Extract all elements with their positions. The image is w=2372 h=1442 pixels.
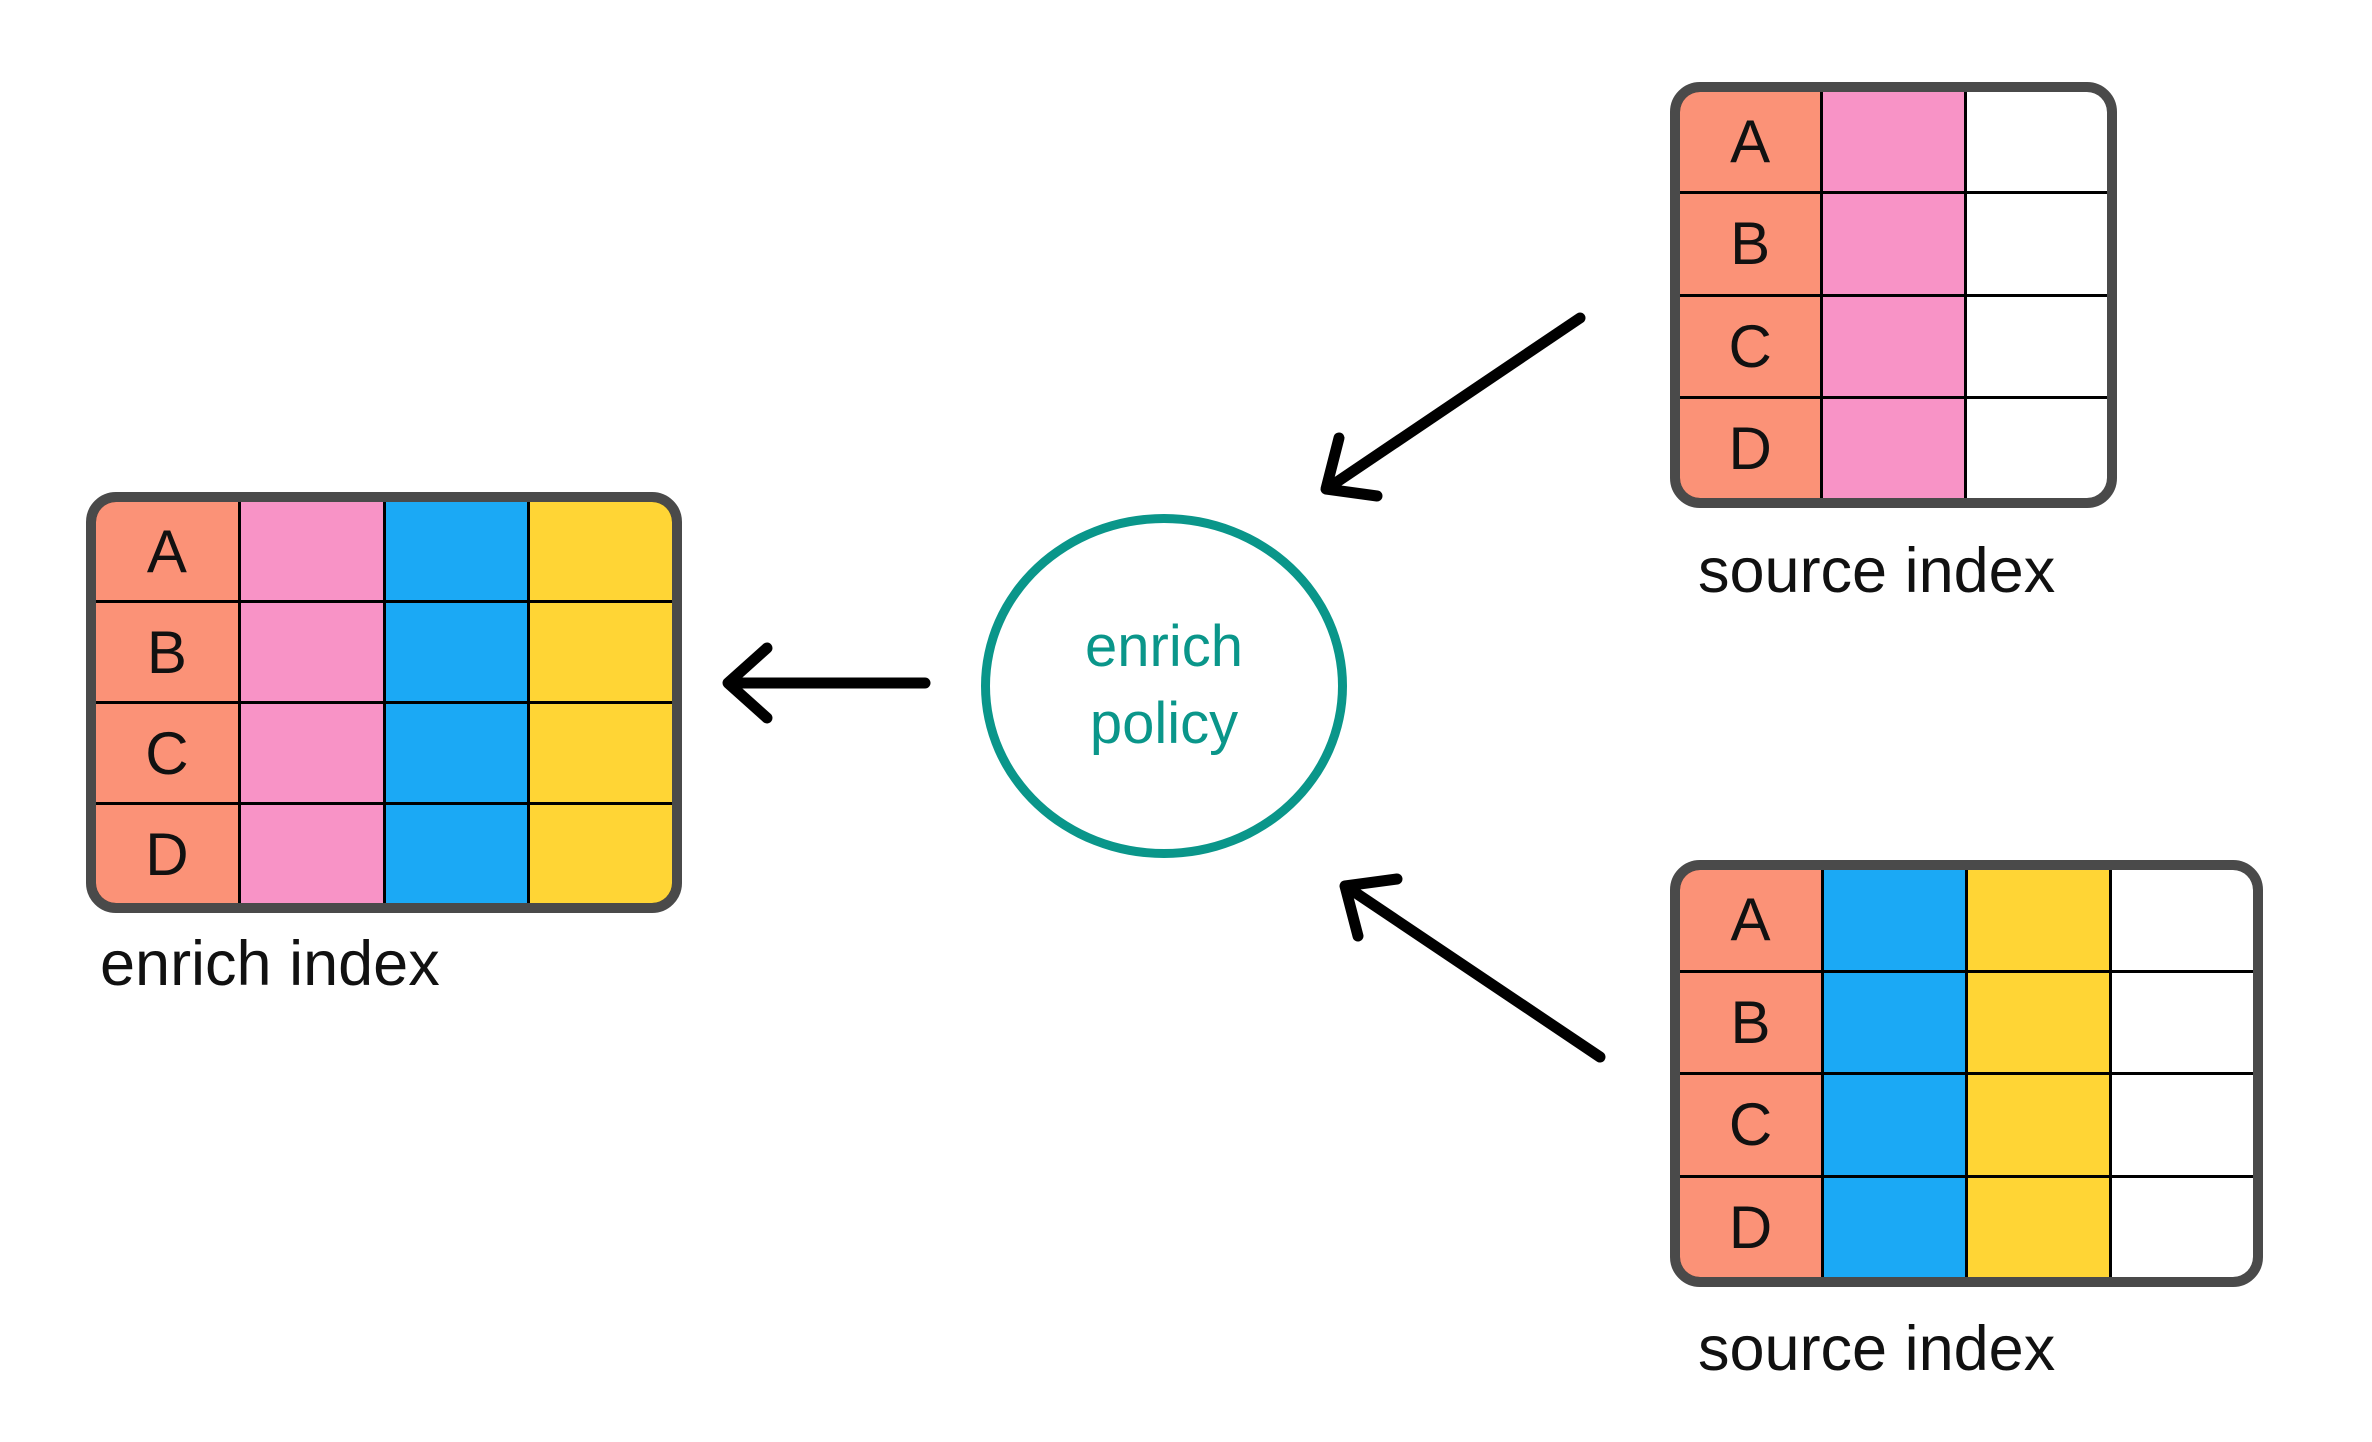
yellow-field-column-cell — [530, 704, 672, 802]
yellow-field-column-cell — [530, 502, 672, 600]
key-column-cell: A — [1680, 870, 1821, 970]
blue-field-column-cell — [1824, 1075, 1965, 1175]
empty-column-cell — [1966, 398, 2107, 498]
arrow-bottom-source-to-policy — [1339, 873, 1606, 1063]
empty-column-cell — [2112, 870, 2253, 970]
empty-column-cell — [2112, 1177, 2253, 1277]
empty-column-cell — [1966, 92, 2107, 192]
key-column-cell: A — [1680, 92, 1821, 192]
yellow-field-column-cell — [1968, 1075, 2109, 1175]
blue-field-column-cell — [385, 704, 528, 802]
pink-field-column-cell — [240, 805, 383, 903]
pink-field-column-cell — [240, 704, 383, 802]
yellow-field-column-cell — [1968, 972, 2109, 1072]
arrow-top-source-to-policy — [1320, 312, 1586, 502]
pink-field-column-cell — [240, 502, 383, 600]
pink-field-column-cell — [240, 603, 383, 701]
yellow-field-column-cell — [530, 805, 672, 903]
key-column-cell: B — [1680, 972, 1821, 1072]
blue-field-column-cell — [1824, 972, 1965, 1072]
enrich-index-label: enrich index — [100, 929, 440, 999]
key-column-cell: D — [96, 805, 238, 903]
key-column-cell: B — [96, 603, 238, 701]
key-column-cell: D — [1680, 1177, 1821, 1277]
key-column-cell: B — [1680, 194, 1821, 294]
blue-field-column-cell — [1824, 1177, 1965, 1277]
source-index-top-label: source index — [1698, 536, 2056, 606]
empty-column-cell — [1966, 296, 2107, 396]
enrich-policy-node: enrich policy — [981, 514, 1347, 858]
enrich-policy-label-line2: policy — [1089, 691, 1239, 756]
source-index-bottom-label: source index — [1698, 1314, 2056, 1384]
arrow-policy-to-enrich-index — [722, 642, 931, 724]
blue-field-column-cell — [385, 603, 528, 701]
empty-column-cell — [2112, 1075, 2253, 1175]
yellow-field-column-cell — [1968, 870, 2109, 970]
key-column-cell: A — [96, 502, 238, 600]
yellow-field-column-cell — [530, 603, 672, 701]
blue-field-column-cell — [1824, 870, 1965, 970]
pink-field-column-cell — [1823, 296, 1964, 396]
blue-field-column-cell — [385, 805, 528, 903]
pink-field-column-cell — [1823, 92, 1964, 192]
empty-column-cell — [1966, 194, 2107, 294]
key-column-cell: C — [1680, 1075, 1821, 1175]
pink-field-column-cell — [1823, 194, 1964, 294]
enrich-policy-label-line1: enrich — [1085, 614, 1243, 680]
key-column-cell: C — [96, 704, 238, 802]
key-column-cell: C — [1680, 296, 1821, 396]
blue-field-column-cell — [385, 502, 528, 600]
yellow-field-column-cell — [1968, 1177, 2109, 1277]
pink-field-column-cell — [1823, 398, 1964, 498]
key-column-cell: D — [1680, 398, 1821, 498]
empty-column-cell — [2112, 972, 2253, 1072]
